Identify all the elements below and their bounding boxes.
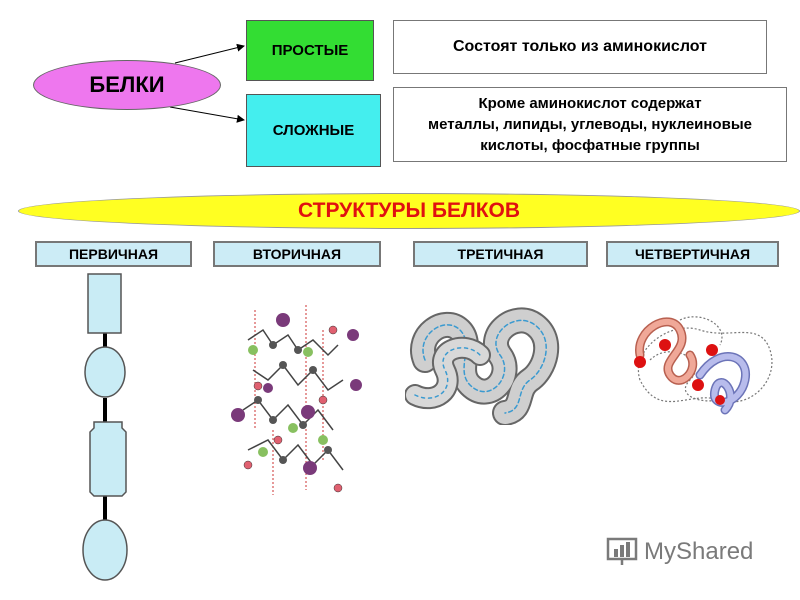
label-primary: ПЕРВИЧНАЯ: [35, 241, 192, 267]
complex-desc-line-1: Кроме аминокислот содержат: [478, 95, 702, 112]
simple-description: Состоят только из аминокислот: [393, 20, 767, 74]
label-secondary: ВТОРИЧНАЯ: [213, 241, 381, 267]
structures-banner: СТРУКТУРЫ БЕЛКОВ: [18, 193, 800, 229]
proteins-ellipse: БЕЛКИ: [33, 60, 221, 110]
complex-desc-line-3: кислоты, фосфатные группы: [480, 137, 700, 154]
simple-proteins-box: ПРОСТЫЕ: [246, 20, 374, 81]
complex-proteins-box: СЛОЖНЫЕ: [246, 94, 381, 167]
complex-description: Кроме аминокислот содержат металлы, липи…: [393, 87, 787, 162]
tertiary-structure-illustration: [405, 307, 560, 425]
watermark: MyShared: [606, 532, 776, 572]
arrow-to-simple: [174, 43, 245, 64]
label-tertiary: ТРЕТИЧНАЯ: [413, 241, 588, 267]
monitor-chart-icon: [606, 537, 638, 565]
secondary-structure-illustration: [231, 305, 362, 495]
watermark-text: MyShared: [644, 538, 754, 565]
quaternary-structure-illustration: [634, 316, 773, 415]
label-quaternary: ЧЕТВЕРТИЧНАЯ: [606, 241, 779, 267]
primary-structure-illustration: [82, 273, 128, 581]
complex-desc-line-2: металлы, липиды, углеводы, нуклеиновые: [428, 116, 752, 133]
arrow-to-complex: [169, 106, 245, 123]
